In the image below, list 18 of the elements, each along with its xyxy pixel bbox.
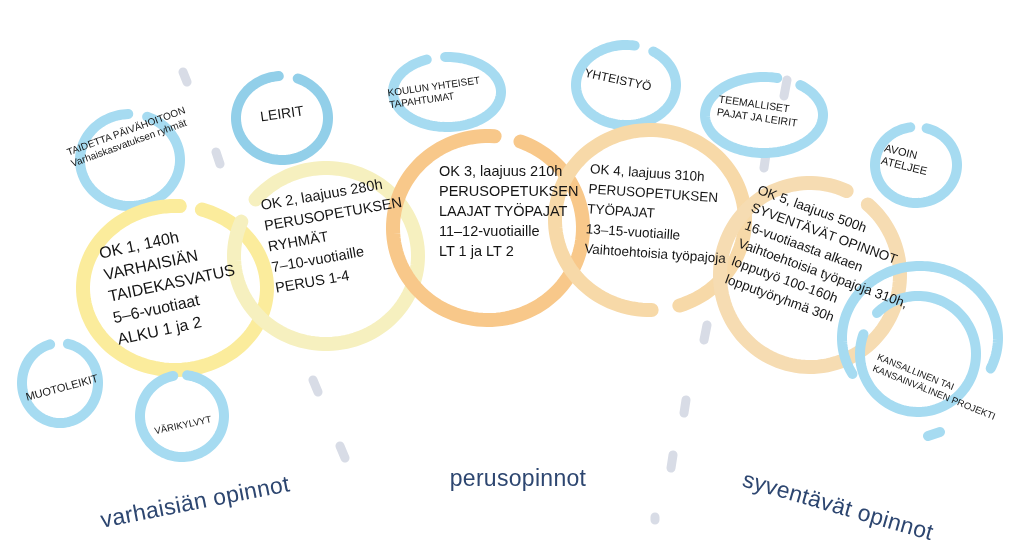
activity-label: LEIRIT: [259, 102, 305, 126]
activity-label: KOULUN YHTEISET TAPAHTUMAT: [386, 73, 482, 112]
activity-label: TEEMALLISET PAJAT JA LEIRIT: [716, 92, 800, 131]
section-label: varhaisiän opinnot: [98, 470, 292, 534]
course-detail: PERUSOPETUKSEN LAAJAT TYÖPAJAT: [439, 182, 580, 221]
course-detail: Vaihtoehtoisia työpajoja: [583, 240, 727, 268]
activity-label: AVOIN ATELJEE: [879, 141, 930, 180]
ring-node: [570, 39, 682, 131]
course-detail: LT 1 ja LT 2: [439, 242, 514, 261]
ring-node: [699, 71, 829, 159]
ring-node: [869, 121, 963, 209]
course-detail: 11–12-vuotiaille: [439, 222, 540, 241]
ring-node: [386, 51, 507, 133]
course-detail: 13–15-vuotiaille: [585, 220, 681, 243]
section-label: perusopinnot: [449, 464, 587, 492]
ring-node: [134, 369, 230, 463]
course-heading: OK 3, laajuus 210h: [439, 162, 563, 181]
ring-node: [230, 70, 334, 166]
